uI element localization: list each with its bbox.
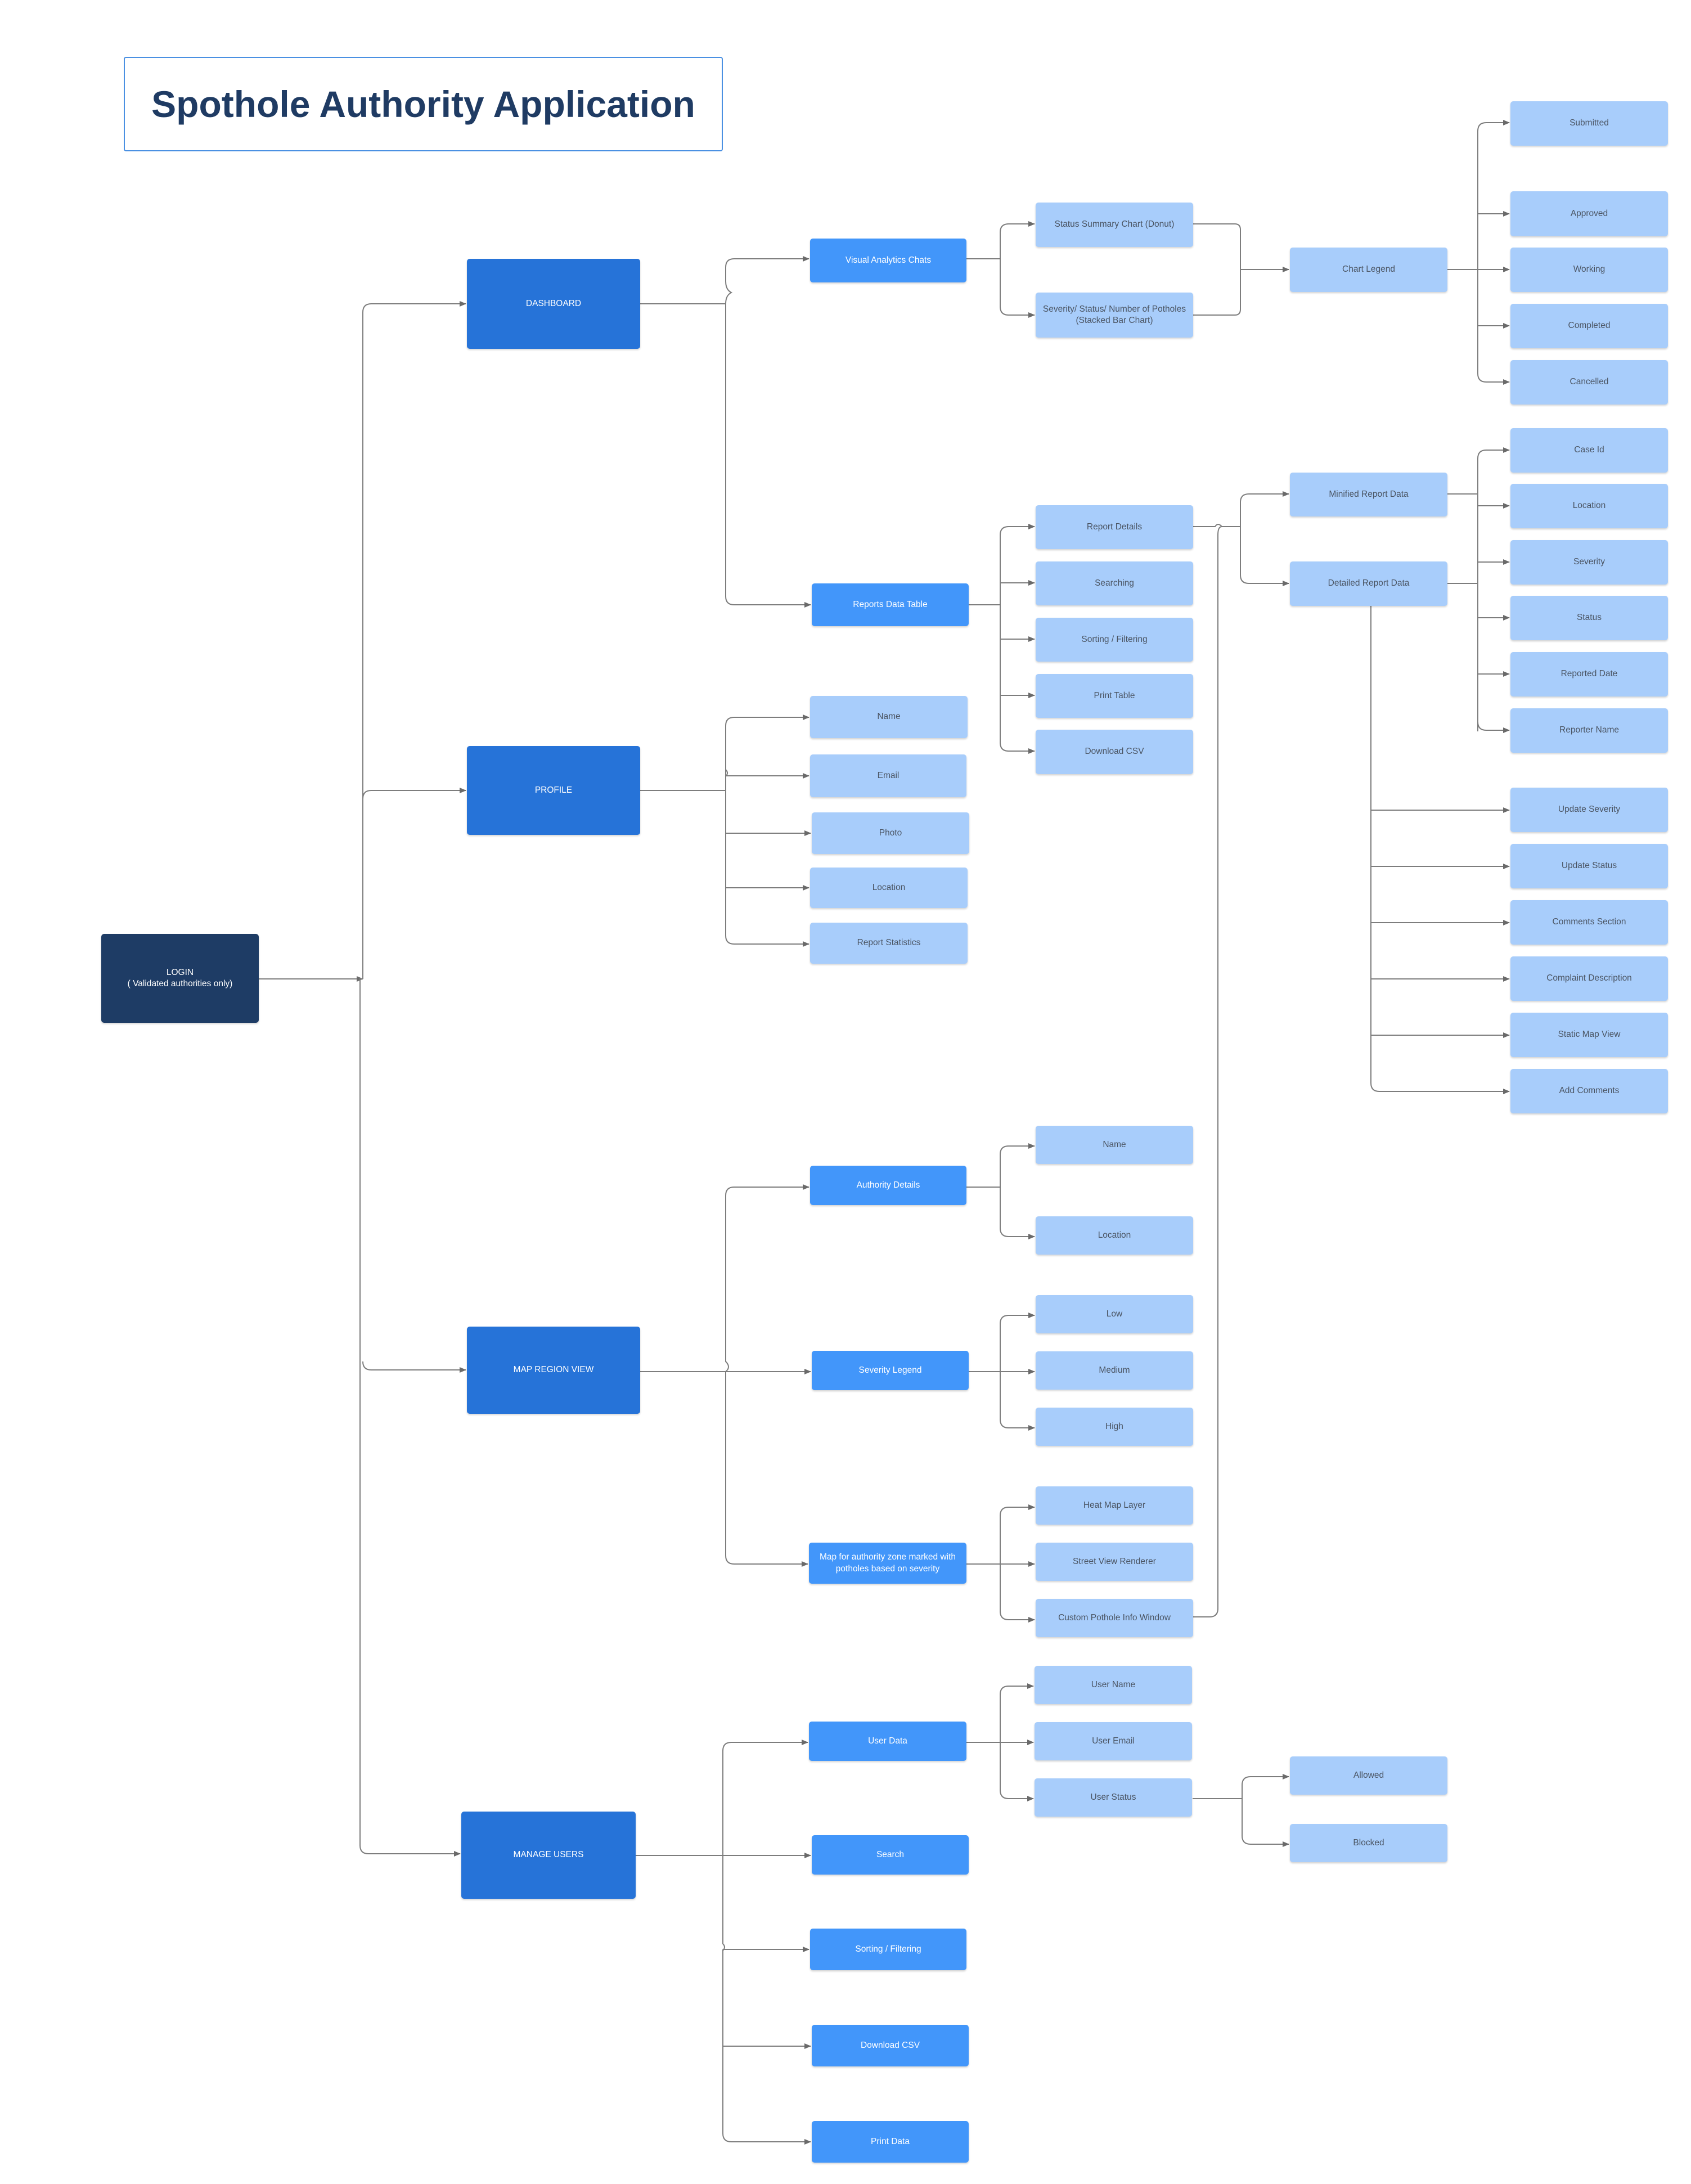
- report-field-reported-date[interactable]: Reported Date: [1510, 652, 1668, 696]
- manage-users-download-csv-node[interactable]: Download CSV: [812, 2025, 969, 2066]
- severity-item-low[interactable]: Low: [1036, 1295, 1193, 1333]
- user-field-user-name[interactable]: User Name: [1035, 1666, 1192, 1704]
- map-item-custom-pothole-info-window[interactable]: Custom Pothole Info Window: [1036, 1599, 1193, 1637]
- table-feature-sorting-filtering[interactable]: Sorting / Filtering: [1036, 618, 1193, 662]
- stacked-bar-chart-node[interactable]: Severity/ Status/ Number of Potholes (St…: [1036, 293, 1193, 338]
- status-summary-chart-node[interactable]: Status Summary Chart (Donut): [1036, 203, 1193, 247]
- profile-item-photo[interactable]: Photo: [812, 812, 969, 854]
- report-field-status[interactable]: Status: [1510, 596, 1668, 640]
- authority-map-node[interactable]: Map for authority zone marked with potho…: [809, 1543, 966, 1584]
- profile-item-report-statistics[interactable]: Report Statistics: [810, 923, 968, 964]
- report-field-reporter-name[interactable]: Reporter Name: [1510, 708, 1668, 753]
- table-feature-download-csv[interactable]: Download CSV: [1036, 730, 1193, 774]
- severity-item-medium[interactable]: Medium: [1036, 1351, 1193, 1390]
- user-status-allowed[interactable]: Allowed: [1290, 1756, 1447, 1795]
- reports-data-table-node[interactable]: Reports Data Table: [812, 583, 969, 626]
- detail-action-static-map-view[interactable]: Static Map View: [1510, 1013, 1668, 1057]
- visual-analytics-node[interactable]: Visual Analytics Chats: [810, 239, 966, 282]
- map-item-heat-map-layer[interactable]: Heat Map Layer: [1036, 1486, 1193, 1525]
- detail-action-complaint-description[interactable]: Complaint Description: [1510, 956, 1668, 1001]
- table-feature-print-table[interactable]: Print Table: [1036, 674, 1193, 718]
- severity-legend-node[interactable]: Severity Legend: [812, 1351, 969, 1390]
- legend-item-completed[interactable]: Completed: [1510, 304, 1668, 348]
- authority-item-location[interactable]: Location: [1036, 1216, 1193, 1255]
- manage-users-node[interactable]: MANAGE USERS: [461, 1812, 636, 1899]
- report-field-severity[interactable]: Severity: [1510, 540, 1668, 585]
- profile-item-location[interactable]: Location: [810, 868, 968, 908]
- report-field-location[interactable]: Location: [1510, 484, 1668, 528]
- authority-details-node[interactable]: Authority Details: [810, 1166, 966, 1205]
- detail-action-update-severity[interactable]: Update Severity: [1510, 788, 1668, 832]
- diagram-title: Spothole Authority Application: [151, 83, 695, 125]
- profile-item-name[interactable]: Name: [810, 696, 968, 738]
- user-data-node[interactable]: User Data: [809, 1722, 966, 1761]
- diagram-title-box: Spothole Authority Application: [124, 57, 723, 151]
- detailed-report-data-node[interactable]: Detailed Report Data: [1290, 561, 1447, 606]
- legend-item-submitted[interactable]: Submitted: [1510, 101, 1668, 146]
- login-node[interactable]: LOGIN ( Validated authorities only): [101, 934, 259, 1023]
- manage-users-search-node[interactable]: Search: [812, 1835, 969, 1875]
- profile-node[interactable]: PROFILE: [467, 746, 640, 835]
- user-field-user-email[interactable]: User Email: [1035, 1722, 1192, 1760]
- detail-action-add-comments[interactable]: Add Comments: [1510, 1069, 1668, 1113]
- manage-users-print-data-node[interactable]: Print Data: [812, 2121, 969, 2163]
- authority-item-name[interactable]: Name: [1036, 1126, 1193, 1164]
- table-feature-searching[interactable]: Searching: [1036, 561, 1193, 605]
- legend-item-approved[interactable]: Approved: [1510, 191, 1668, 236]
- dashboard-node[interactable]: DASHBOARD: [467, 259, 640, 349]
- legend-item-cancelled[interactable]: Cancelled: [1510, 360, 1668, 405]
- user-field-user-status[interactable]: User Status: [1035, 1778, 1192, 1817]
- profile-item-email[interactable]: Email: [810, 754, 966, 797]
- table-feature-report-details[interactable]: Report Details: [1036, 505, 1193, 549]
- detail-action-update-status[interactable]: Update Status: [1510, 844, 1668, 888]
- detail-action-comments-section[interactable]: Comments Section: [1510, 900, 1668, 945]
- legend-item-working[interactable]: Working: [1510, 248, 1668, 292]
- map-item-street-view-renderer[interactable]: Street View Renderer: [1036, 1543, 1193, 1581]
- map-region-view-node[interactable]: MAP REGION VIEW: [467, 1327, 640, 1414]
- chart-legend-node[interactable]: Chart Legend: [1290, 248, 1447, 292]
- report-field-case-id[interactable]: Case Id: [1510, 428, 1668, 473]
- user-status-blocked[interactable]: Blocked: [1290, 1824, 1447, 1862]
- severity-item-high[interactable]: High: [1036, 1408, 1193, 1446]
- manage-users-sorting-filtering-node[interactable]: Sorting / Filtering: [810, 1929, 966, 1970]
- minified-report-data-node[interactable]: Minified Report Data: [1290, 473, 1447, 516]
